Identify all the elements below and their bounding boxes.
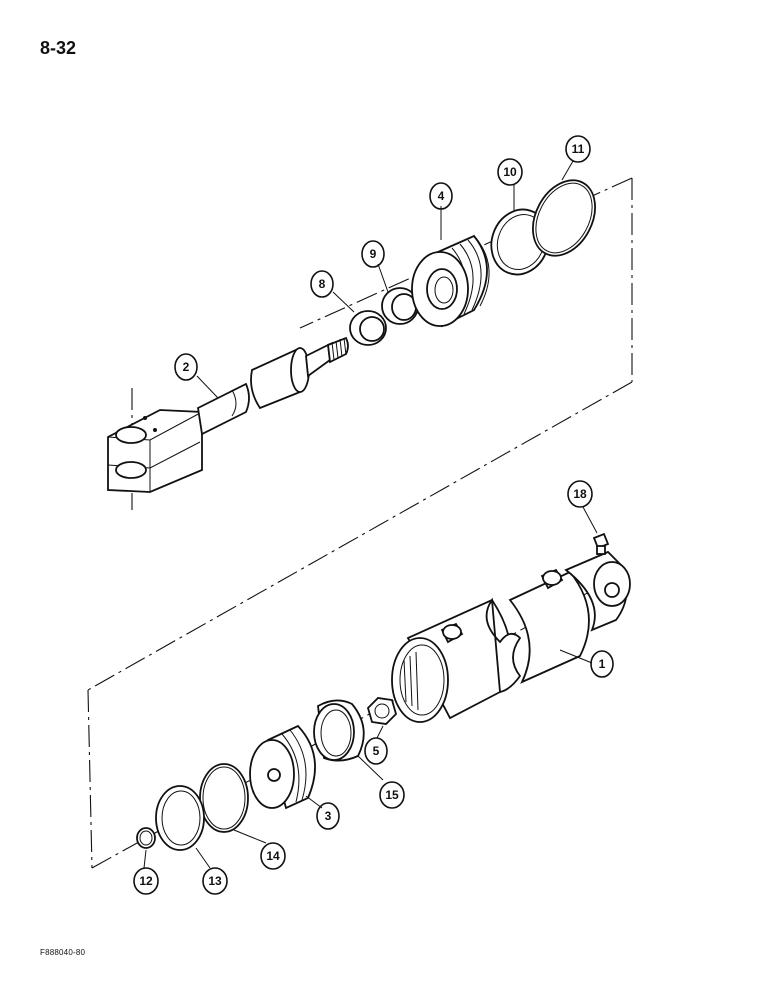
wear-ring-15	[313, 699, 365, 762]
lock-nut-5	[366, 697, 398, 725]
svg-text:18: 18	[573, 487, 587, 501]
leader-lines	[143, 160, 598, 869]
wear-ring-8	[349, 310, 387, 346]
callout-18: 18	[567, 480, 593, 508]
callout-2: 2	[174, 353, 198, 381]
figure-code: F888040-80	[40, 948, 86, 957]
svg-text:10: 10	[503, 165, 517, 179]
svg-text:3: 3	[325, 809, 332, 823]
callout-10: 10	[497, 158, 523, 186]
grease-fitting-18	[592, 532, 610, 555]
svg-text:2: 2	[183, 360, 190, 374]
callout-15: 15	[379, 781, 405, 809]
svg-text:4: 4	[438, 189, 445, 203]
callout-3: 3	[316, 802, 340, 830]
svg-text:9: 9	[370, 247, 377, 261]
svg-text:8: 8	[319, 277, 326, 291]
callout-4: 4	[429, 182, 453, 210]
svg-text:1: 1	[599, 657, 606, 671]
o-ring-11	[532, 179, 596, 257]
piston-rod-clevis	[107, 336, 349, 493]
callout-9: 9	[361, 240, 385, 268]
o-ring-12	[136, 827, 156, 849]
piston-3	[249, 724, 316, 810]
svg-text:11: 11	[572, 142, 585, 156]
callout-12: 12	[133, 867, 159, 895]
svg-text:13: 13	[208, 874, 222, 888]
svg-text:5: 5	[373, 744, 380, 758]
callout-1: 1	[590, 650, 614, 678]
o-ring-14	[199, 763, 249, 833]
callout-11: 11	[565, 135, 591, 163]
svg-text:15: 15	[385, 788, 399, 802]
svg-text:12: 12	[139, 874, 153, 888]
centerline-frame	[87, 177, 633, 869]
gland-4	[411, 234, 490, 328]
cylinder-barrel	[391, 550, 631, 723]
svg-text:14: 14	[266, 849, 280, 863]
backup-ring-13	[155, 785, 205, 851]
callout-13: 13	[202, 867, 228, 895]
callout-8: 8	[310, 270, 334, 298]
page-number: 8-32	[40, 38, 77, 58]
callout-14: 14	[260, 842, 286, 870]
callout-5: 5	[364, 737, 388, 765]
